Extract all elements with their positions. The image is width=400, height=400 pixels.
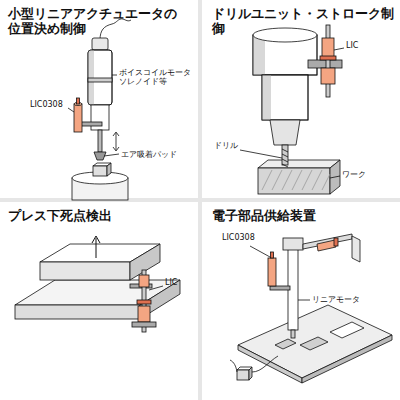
press-machine-part xyxy=(138,306,150,322)
part-label: ワーク xyxy=(342,170,392,180)
panel-title: 電子部品供給装置 xyxy=(212,208,398,223)
panel-title: 小型リニアアクチュエータの 位置決め制御 xyxy=(8,6,188,36)
component-feeder-part xyxy=(249,367,252,380)
linear-actuator-part xyxy=(77,98,80,104)
component-feeder-part xyxy=(270,286,290,290)
press-machine-part xyxy=(92,236,100,258)
component-feeder-part xyxy=(238,305,392,378)
linear-actuator-part xyxy=(98,130,102,152)
component-feeder-part xyxy=(250,246,310,300)
drill-unit-part xyxy=(262,75,308,120)
drill-unit-part xyxy=(262,75,271,120)
drill-unit-part xyxy=(326,25,330,97)
linear-actuator-part xyxy=(88,50,112,105)
linear-actuator-part xyxy=(74,104,82,132)
component-feeder-part xyxy=(352,236,360,262)
press-machine-part xyxy=(149,286,163,290)
panel-title: プレス下死点検出 xyxy=(8,208,188,223)
linear-actuator-part xyxy=(92,38,108,50)
panel-divider xyxy=(0,198,400,202)
component-feeder-part xyxy=(334,238,338,246)
linear-actuator-part xyxy=(113,132,119,151)
press-machine-part xyxy=(15,305,140,319)
linear-actuator xyxy=(68,19,131,200)
panel-title: ドリルユニット・ストローク制御 xyxy=(212,6,398,36)
part-label: エア吸着パッド xyxy=(121,150,199,159)
drill-unit-part xyxy=(240,48,344,178)
drill-unit-part xyxy=(308,60,342,68)
press-machine-part xyxy=(40,262,130,280)
drill-unit-part xyxy=(262,170,330,190)
part-label: LIC xyxy=(165,278,195,288)
drill-unit-part xyxy=(258,160,340,168)
drill-unit-part xyxy=(270,120,300,145)
linear-actuator-part xyxy=(88,50,112,105)
press-machine-part xyxy=(132,322,156,327)
drill-unit-part xyxy=(322,38,334,58)
component-feeder-part xyxy=(317,240,336,251)
component-feeder-part xyxy=(330,322,364,338)
press-machine-part xyxy=(137,300,151,304)
drill-unit-part xyxy=(282,149,288,167)
drill-unit-part xyxy=(262,75,308,120)
linear-actuator-part xyxy=(88,50,94,105)
part-label: ドリル xyxy=(214,141,254,151)
drill-unit-part xyxy=(282,145,288,165)
component-feeder-part xyxy=(291,330,295,338)
drill-unit xyxy=(240,25,344,194)
part-label: ボイスコイルモータ ソレノイド等 xyxy=(119,68,199,86)
drill-unit-part xyxy=(258,168,330,194)
component-feeder-part xyxy=(300,337,328,350)
component-feeder-part xyxy=(271,252,274,258)
component-feeder-part xyxy=(237,370,249,380)
linear-actuator-part xyxy=(100,19,131,40)
component-feeder-part xyxy=(238,345,302,383)
drill-unit-part xyxy=(320,56,336,60)
part-label: LIC xyxy=(346,41,386,51)
linear-actuator-part xyxy=(107,163,111,176)
drill-unit-part xyxy=(321,68,335,84)
component-feeder-part xyxy=(230,356,278,372)
part-label: リニアモータ xyxy=(312,295,382,305)
component-feeder xyxy=(230,234,392,383)
component-feeder-part xyxy=(283,238,303,250)
linear-actuator-part xyxy=(68,75,119,156)
linear-actuator-part xyxy=(93,166,107,176)
component-feeder-part xyxy=(275,339,296,349)
press-machine xyxy=(15,236,180,332)
linear-actuator-part xyxy=(88,78,112,82)
part-label: LIC0308 xyxy=(30,100,70,110)
press-machine-part xyxy=(139,275,149,287)
part-label: LIC0308 xyxy=(222,233,272,243)
drill-unit-part xyxy=(253,28,317,42)
component-feeder-part xyxy=(268,258,276,286)
drill-unit-part xyxy=(253,35,265,75)
